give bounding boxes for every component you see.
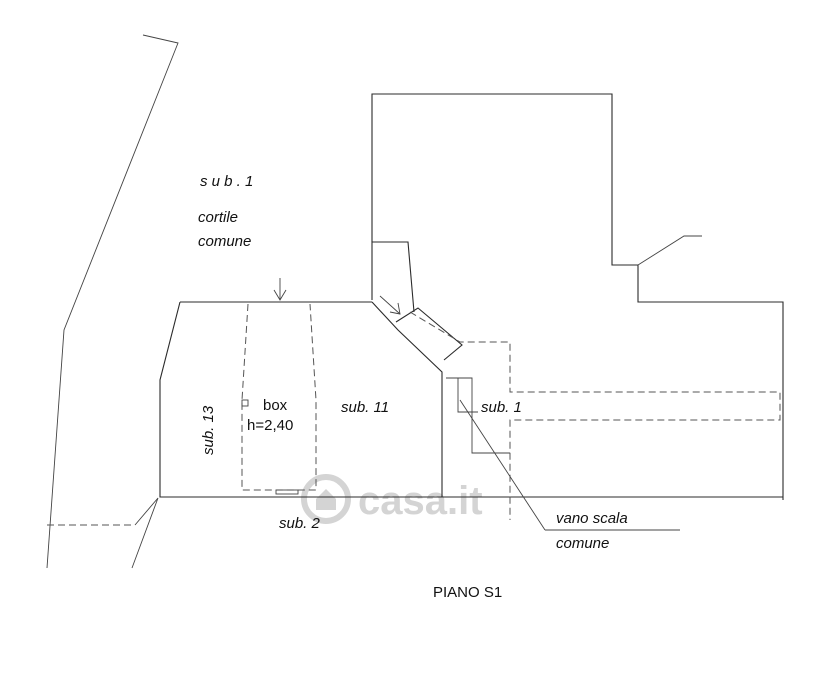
- entry-arrow-top: [273, 278, 287, 301]
- label-comune-top: comune: [198, 233, 251, 250]
- upper-building-outline: [371, 93, 784, 500]
- label-sub1-top: s u b . 1: [200, 173, 253, 190]
- lot-boundary: [46, 34, 179, 569]
- label-cortile: cortile: [198, 209, 238, 226]
- label-sub1-right: sub. 1: [481, 399, 522, 416]
- label-box: box: [263, 397, 288, 414]
- staircase: [395, 307, 781, 531]
- floor-title: PIANO S1: [433, 584, 502, 601]
- watermark: casa.it: [301, 474, 483, 524]
- basement-outline: [159, 301, 783, 498]
- label-box-height: h=2,40: [247, 417, 293, 434]
- label-comune-bottom: comune: [556, 535, 609, 552]
- label-sub2: sub. 2: [279, 515, 321, 532]
- box-outline: [241, 303, 317, 495]
- label-sub11: sub. 11: [341, 399, 389, 416]
- label-sub13: sub. 13: [200, 405, 217, 455]
- label-vano-scala: vano scala: [556, 510, 628, 527]
- entry-arrow-stair: [379, 295, 401, 315]
- watermark-text: casa.it: [358, 479, 483, 523]
